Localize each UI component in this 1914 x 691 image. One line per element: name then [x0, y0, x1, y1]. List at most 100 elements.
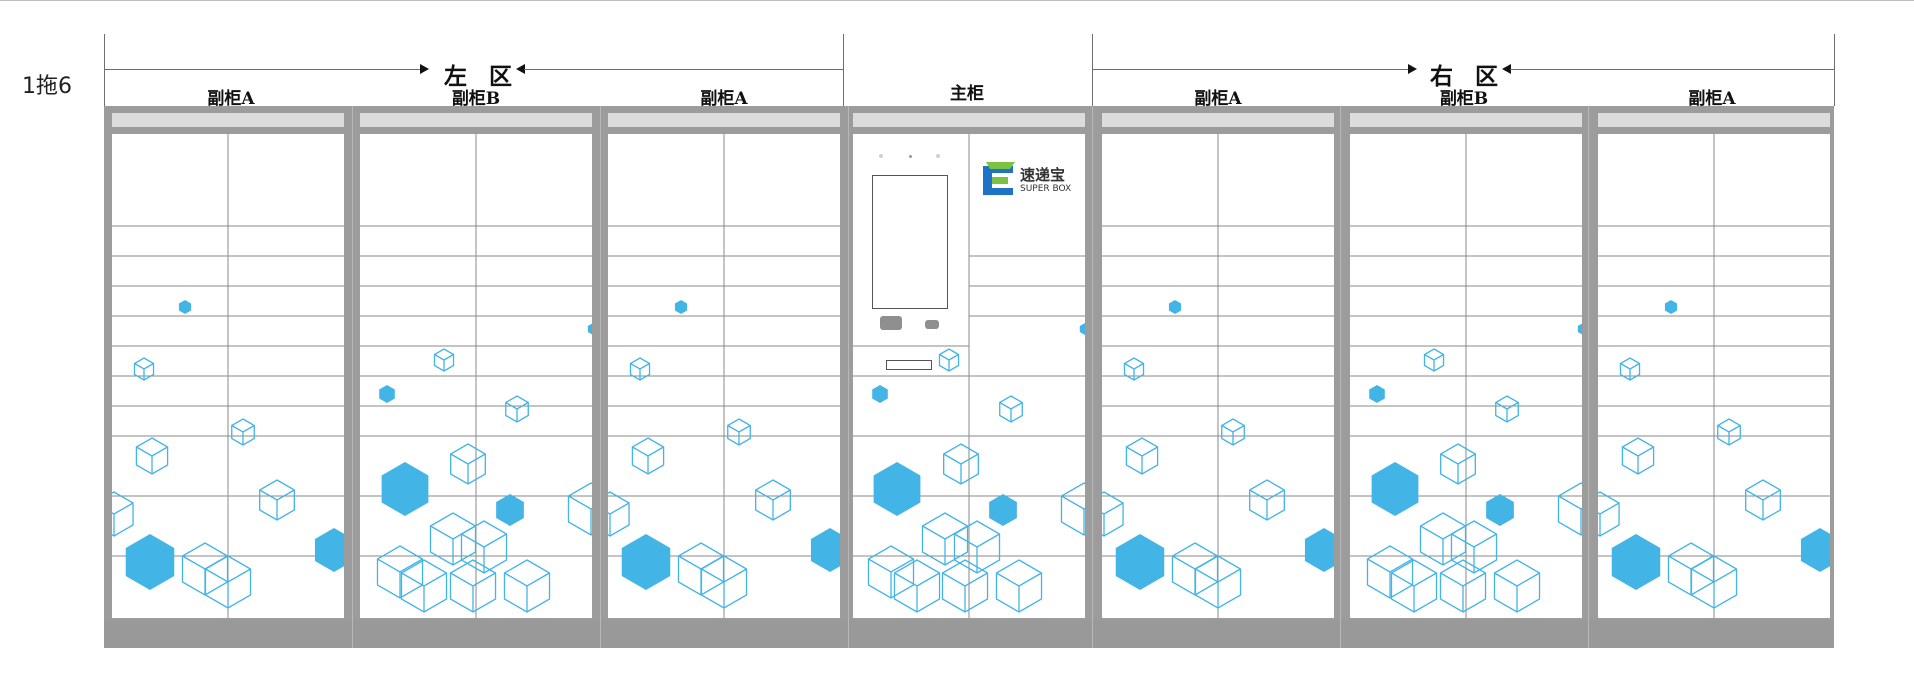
- hexagon-shape: [1800, 528, 1830, 572]
- cabinet-separator: [1340, 106, 1341, 648]
- super-box-logo-icon: [983, 162, 1015, 195]
- cabinet-label: 副柜A: [1194, 89, 1242, 109]
- hexagon-shape: [1577, 323, 1582, 335]
- cabinet-separator: [352, 106, 353, 648]
- door-grid: [112, 134, 344, 618]
- cube-decoration: [376, 323, 592, 613]
- cube-shape: [938, 348, 960, 372]
- top-border: [0, 0, 1914, 1]
- cube-shape: [1493, 559, 1541, 613]
- speaker-icon: [936, 154, 940, 158]
- cube-shape: [921, 512, 969, 566]
- cube-shape: [867, 545, 915, 599]
- hexagon-shape: [1486, 494, 1514, 526]
- cube-decoration: [608, 300, 840, 609]
- dimension-tick: [843, 34, 844, 106]
- top-strip: [608, 113, 840, 127]
- dimension-tick: [104, 34, 105, 106]
- cube-shape: [999, 395, 1023, 423]
- sub-cabinet-b: [1342, 106, 1590, 620]
- cube-shape: [943, 443, 979, 485]
- door-grid: [1598, 134, 1830, 618]
- cube-shape: [629, 357, 651, 381]
- cabinet-label: 副柜A: [207, 89, 255, 109]
- cube-decoration: [112, 300, 344, 609]
- cube-shape: [1440, 443, 1476, 485]
- scanner-button[interactable]: [880, 316, 902, 330]
- cube-shape: [135, 437, 169, 475]
- dimension-line: [1092, 69, 1414, 70]
- cabinet-label: 主柜: [950, 84, 984, 104]
- cube-shape: [1717, 418, 1741, 446]
- locker-doors: [112, 134, 344, 618]
- cube-shape: [112, 491, 134, 537]
- cabinet-label: 副柜B: [451, 89, 501, 109]
- card-reader-button[interactable]: [925, 320, 939, 329]
- cube-shape: [204, 555, 252, 609]
- cube-shape: [1621, 437, 1655, 475]
- cube-shape: [503, 559, 551, 613]
- cube-shape: [1690, 555, 1738, 609]
- cube-shape: [1060, 482, 1085, 536]
- cube-shape: [1366, 545, 1414, 599]
- cube-shape: [460, 520, 508, 574]
- hexagon-shape: [989, 494, 1017, 526]
- cube-shape: [755, 479, 791, 521]
- cube-shape: [1102, 491, 1124, 537]
- hexagon-shape: [1371, 462, 1419, 516]
- cube-shape: [1249, 479, 1285, 521]
- touch-screen[interactable]: [872, 175, 948, 309]
- cube-shape: [941, 559, 989, 613]
- hexagon-shape: [125, 534, 175, 590]
- hexagon-shape: [379, 385, 395, 403]
- cube-shape: [1194, 555, 1242, 609]
- left-zone-title: 左区: [444, 64, 534, 90]
- hexagon-shape: [1664, 300, 1678, 314]
- cube-shape: [376, 545, 424, 599]
- cube-shape: [505, 395, 529, 423]
- cube-shape: [953, 520, 1001, 574]
- sub-cabinet-a: [600, 106, 848, 620]
- cabinet-label: 副柜A: [1688, 89, 1736, 109]
- top-strip: [1350, 113, 1582, 127]
- cube-shape: [1419, 512, 1467, 566]
- hexagon-shape: [1611, 534, 1661, 590]
- cabinet-separator: [1092, 106, 1093, 648]
- cube-shape: [1221, 418, 1245, 446]
- cube-decoration: [867, 323, 1085, 613]
- locker-doors: [608, 134, 840, 618]
- hexagon-shape: [1369, 385, 1385, 403]
- cube-shape: [450, 443, 486, 485]
- door-grid: [853, 134, 1085, 618]
- locker-doors: [360, 134, 592, 618]
- dimension-line: [1510, 69, 1834, 70]
- top-strip: [853, 113, 1085, 127]
- cabinet-separator: [1588, 106, 1589, 648]
- brand-logo: 速递宝 SUPER BOX: [980, 160, 1085, 204]
- cube-shape: [231, 418, 255, 446]
- cabinet-separator: [848, 106, 849, 648]
- cube-decoration: [1366, 323, 1582, 613]
- top-strip: [360, 113, 592, 127]
- cube-shape: [433, 348, 455, 372]
- cube-shape: [1125, 437, 1159, 475]
- cube-shape: [133, 357, 155, 381]
- camera-icon: [879, 154, 883, 158]
- hexagon-shape: [1168, 300, 1182, 314]
- top-strip: [1102, 113, 1334, 127]
- cube-shape: [1423, 348, 1445, 372]
- cube-shape: [567, 482, 592, 536]
- cube-shape: [400, 559, 448, 613]
- hexagon-shape: [621, 534, 671, 590]
- cube-shape: [727, 418, 751, 446]
- hexagon-shape: [674, 300, 688, 314]
- cabinet-separator: [600, 106, 601, 648]
- cube-shape: [1439, 559, 1487, 613]
- config-label: 1拖6: [22, 74, 72, 99]
- hexagon-shape: [873, 462, 921, 516]
- cabinet-label: 副柜A: [700, 89, 748, 109]
- cube-shape: [1557, 482, 1582, 536]
- hexagon-shape: [496, 494, 524, 526]
- cube-decoration: [1102, 300, 1334, 609]
- cube-decoration: [1598, 300, 1830, 609]
